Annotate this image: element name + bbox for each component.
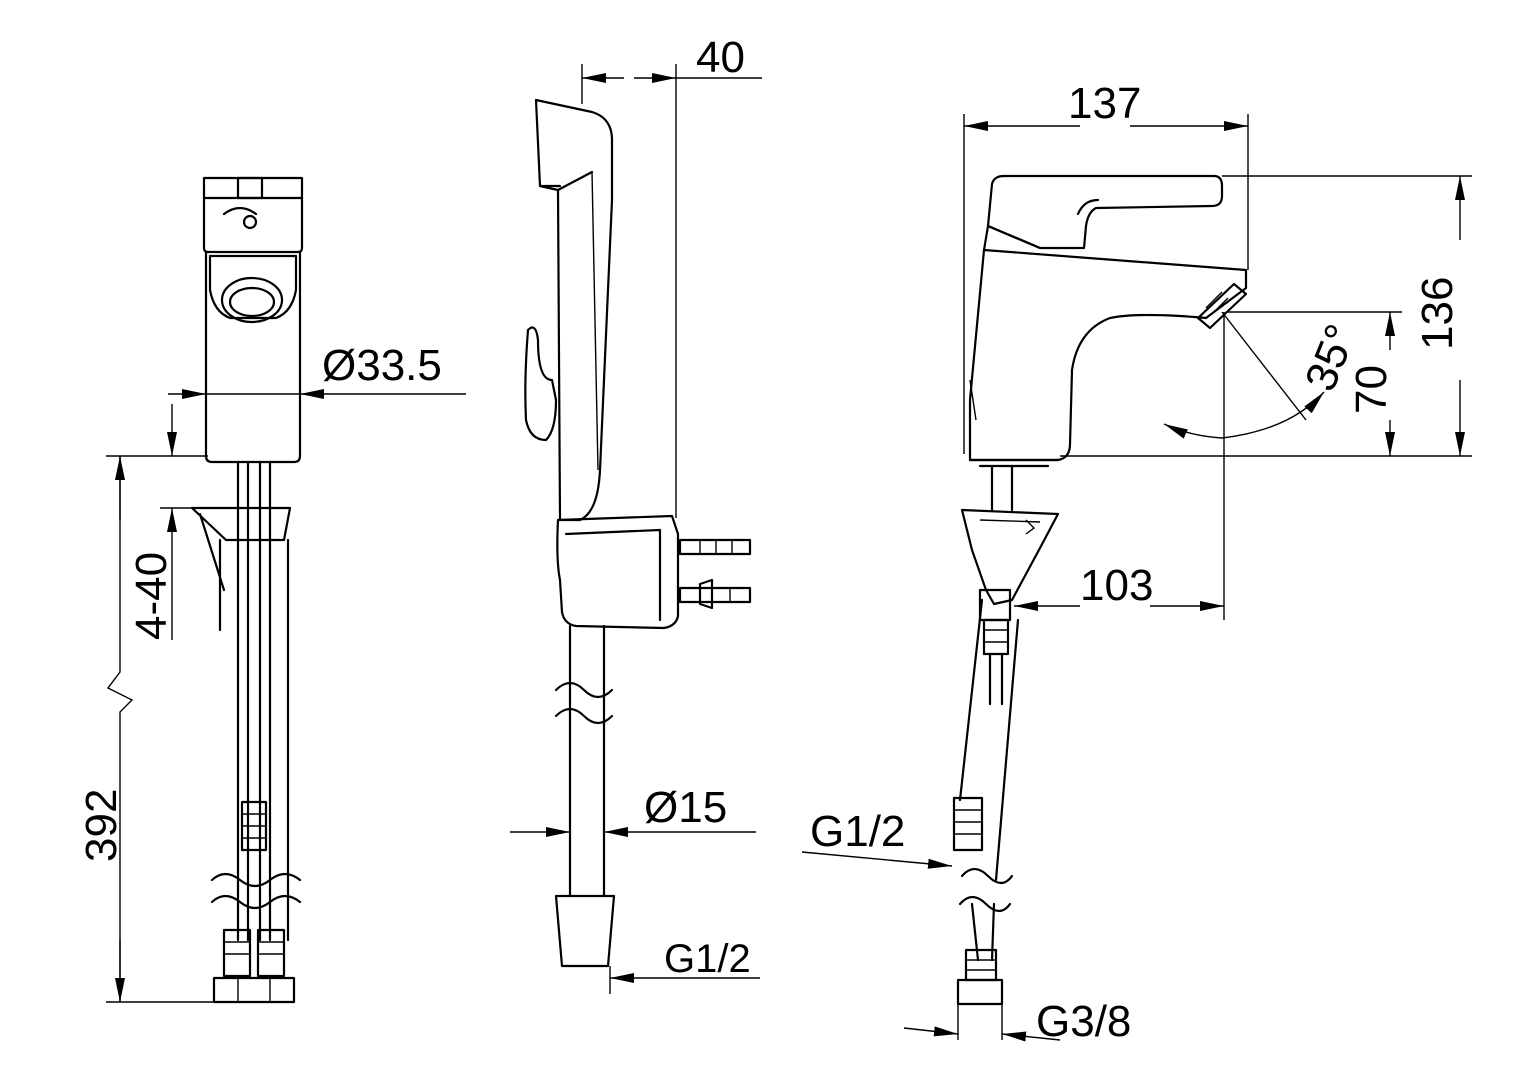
profile-dim-spout-height-label: 70 [1347, 365, 1396, 414]
profile-thread-connector [952, 796, 984, 852]
side-dim-hose-diameter-label: Ø15 [644, 783, 727, 832]
front-spout-recess [208, 254, 298, 320]
side-hose-end [554, 894, 616, 968]
profile-view: 137 136 70 35° 103 G1/2 G3/8 [801, 79, 1472, 1046]
profile-hose-right [994, 618, 1020, 882]
profile-dim-height-label: 136 [1413, 277, 1462, 350]
front-view: Ø33.5 4-40 392 [77, 176, 466, 1004]
profile-aerator [1196, 282, 1248, 330]
front-body [204, 250, 302, 464]
side-dim-depth-label: 40 [696, 33, 745, 82]
side-connector-top [678, 538, 752, 556]
side-button [524, 326, 558, 442]
side-wall-holder [556, 514, 680, 630]
side-shower-head [534, 98, 614, 522]
profile-dim-thread-connector-label: G3/8 [1036, 997, 1131, 1046]
front-hose-nut-right [256, 928, 286, 978]
profile-dim-width-label: 137 [1068, 79, 1141, 128]
front-lever-block [202, 176, 304, 254]
front-aerator [220, 276, 284, 324]
front-hex-nut [212, 976, 296, 1004]
profile-mounting-bracket [960, 508, 1060, 606]
front-lever-pin [242, 214, 258, 230]
front-dim-break [106, 456, 134, 1002]
profile-mounting-nut [978, 588, 1012, 622]
side-break-line [554, 681, 614, 699]
side-view: 40 Ø15 G1/2 [510, 33, 762, 994]
front-mounting-bracket [190, 506, 292, 542]
front-lever-notch [236, 176, 264, 200]
side-connector-bottom [678, 586, 752, 604]
front-dim-diameter-label: Ø33.5 [322, 341, 442, 390]
profile-body [968, 224, 1248, 462]
profile-hex-nut [956, 978, 1004, 1006]
side-dim-thread-label: G1/2 [664, 937, 751, 981]
profile-lever [986, 174, 1224, 250]
front-dim-range-label: 4-40 [127, 552, 176, 640]
front-break-line [210, 872, 302, 888]
profile-hose-left [958, 598, 984, 802]
profile-angle-arc [1163, 391, 1325, 439]
front-dim-length-label: 392 [77, 789, 126, 862]
profile-dim-thread-inlet-label: G1/2 [810, 807, 905, 856]
profile-break-line [960, 867, 1014, 885]
profile-dim-reach-label: 103 [1080, 561, 1153, 610]
front-hose-nut-left [222, 928, 252, 978]
